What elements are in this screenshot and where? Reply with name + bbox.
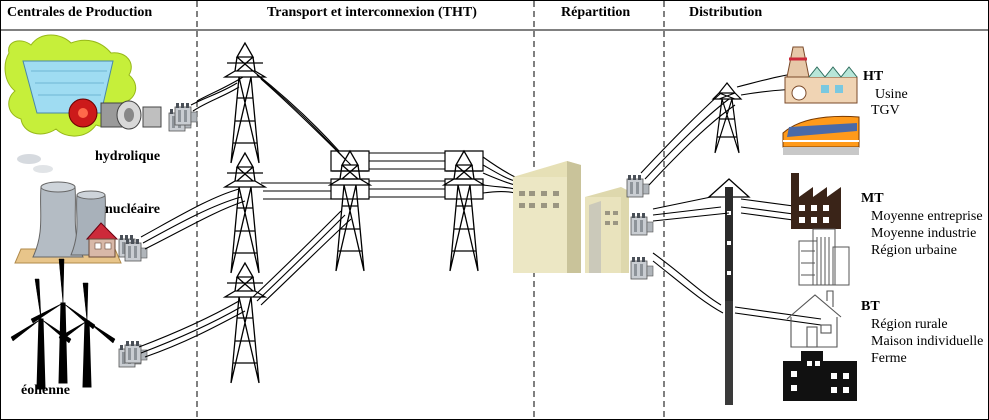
mt-item: Moyenne entreprise <box>871 209 983 224</box>
bt-item: Ferme <box>871 351 907 366</box>
ht-title: HT <box>863 69 884 84</box>
farm-building-illustration <box>783 351 857 401</box>
repartition-substation-illustration <box>513 161 629 273</box>
interconnexion-pylon-icon <box>443 150 485 272</box>
repartition-transformer-icon <box>630 212 654 236</box>
mt-item: Région urbaine <box>871 243 957 258</box>
rural-house-illustration <box>786 290 842 348</box>
header-transport: Transport et interconnexion (THT) <box>267 5 477 20</box>
hydro-transformer-icon <box>174 102 198 126</box>
bt-item: Maison individuelle <box>871 334 984 349</box>
bt-item: Région rurale <box>871 317 948 332</box>
bt-title: BT <box>861 299 880 314</box>
label-wind: éolienne <box>21 383 70 398</box>
repartition-transformer-icon <box>630 256 654 280</box>
tht-pylon-icon <box>224 152 266 274</box>
header-production: Centrales de Production <box>7 5 153 20</box>
industry-building-illustration <box>791 173 841 229</box>
interconnexion-pylon-icon <box>329 150 371 272</box>
hydro-plant-illustration <box>4 34 162 137</box>
bt-pole-icon <box>725 301 733 405</box>
tgv-train-illustration <box>782 115 860 155</box>
label-nuclear: nucléaire <box>105 202 160 217</box>
header-repartition: Répartition <box>561 5 631 20</box>
urban-buildings-illustration <box>798 228 850 286</box>
transport-lines <box>138 70 516 358</box>
header-distribution: Distribution <box>689 5 763 20</box>
mt-item: Moyenne industrie <box>871 226 977 241</box>
mt-title: MT <box>861 191 884 206</box>
ht-item: TGV <box>871 103 900 118</box>
label-hydro: hydrolique <box>95 149 161 164</box>
factory-illustration <box>784 46 858 104</box>
wind-turbines-illustration <box>10 258 116 390</box>
ht-item: Usine <box>875 87 908 102</box>
tht-pylon-icon <box>224 262 266 384</box>
tht-pylon-icon <box>224 42 266 164</box>
nuclear-plant-illustration <box>14 154 122 264</box>
